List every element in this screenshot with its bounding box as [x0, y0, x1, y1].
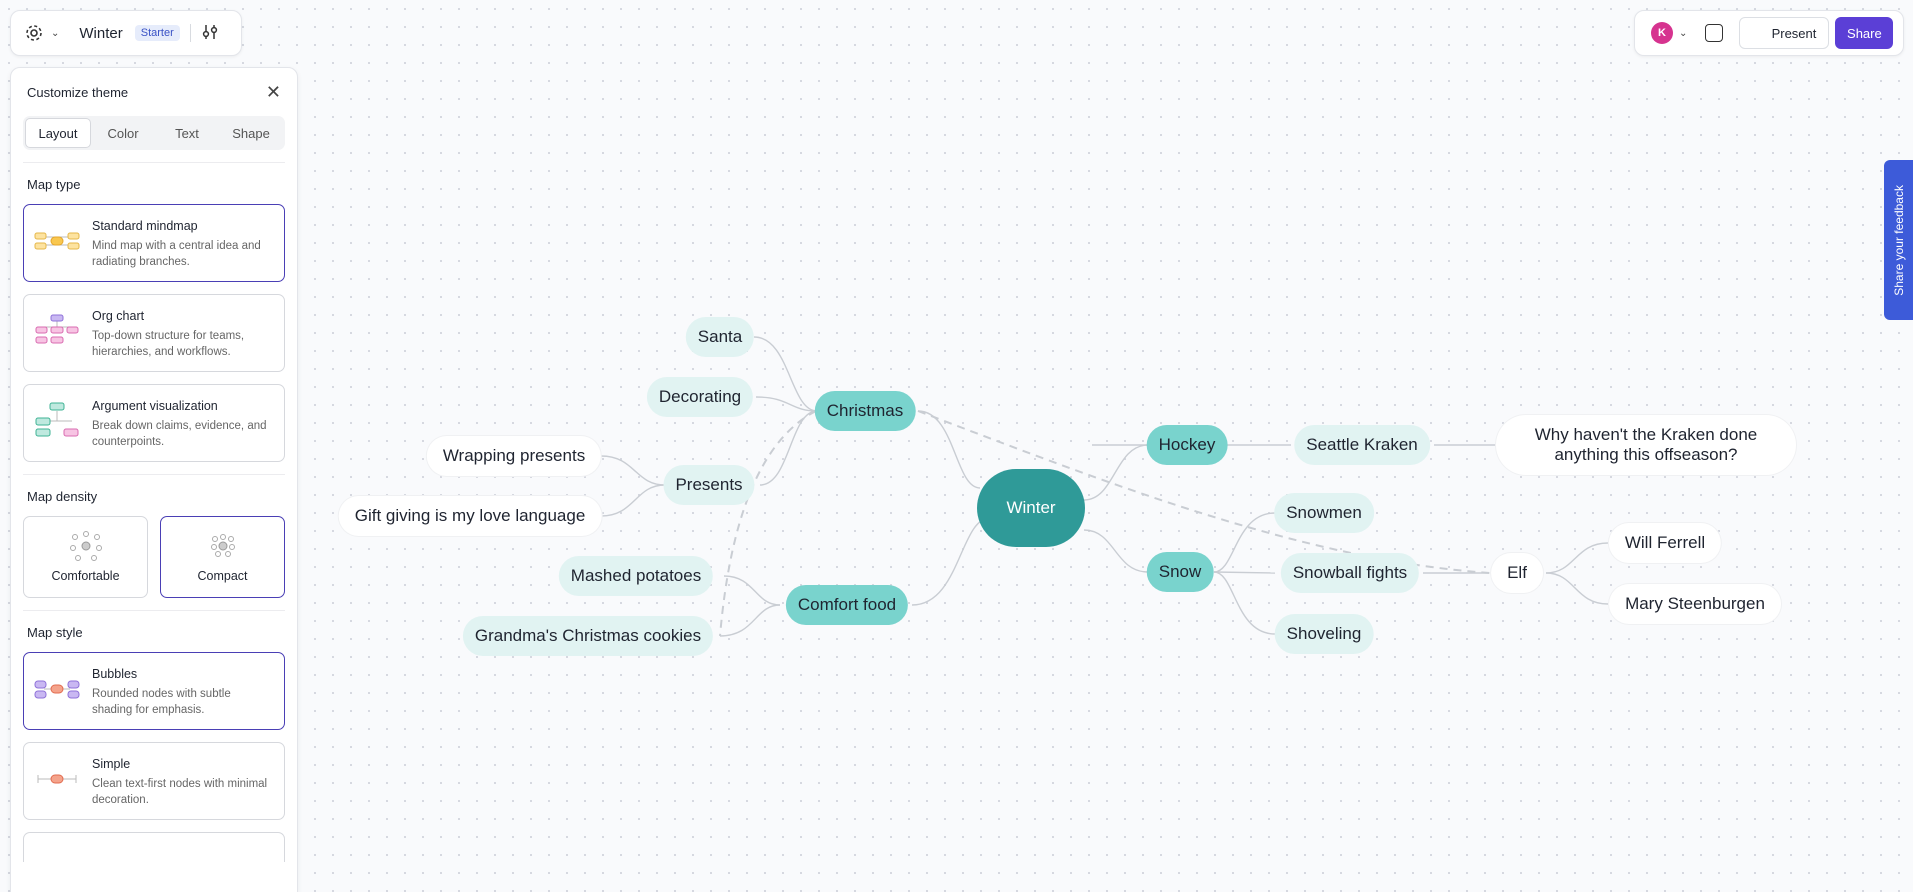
- tab-text[interactable]: Text: [175, 125, 199, 141]
- card-title: Argument visualization: [92, 399, 218, 413]
- map-type-argument-visualization[interactable]: Argument visualization Break down claims…: [23, 384, 285, 462]
- card-title: Simple: [92, 757, 131, 771]
- divider: [23, 474, 285, 475]
- card-title: Org chart: [92, 309, 145, 323]
- node-christmas[interactable]: Christmas: [814, 391, 916, 431]
- node-decorating[interactable]: Decorating: [646, 377, 754, 417]
- argument-visualization-thumbnail-icon: [35, 402, 79, 437]
- density-compact[interactable]: Compact: [160, 516, 285, 598]
- top-right-toolbar: K ⌄ Present Share: [1634, 10, 1904, 56]
- tab-color[interactable]: Color: [107, 125, 139, 141]
- node-mashed-potatoes[interactable]: Mashed potatoes: [558, 556, 714, 596]
- customize-theme-icon[interactable]: [201, 24, 219, 43]
- map-type-org-chart[interactable]: Org chart Top-down structure for teams, …: [23, 294, 285, 372]
- node-snowball-fights[interactable]: Snowball fights: [1280, 553, 1420, 593]
- close-icon[interactable]: ✕: [265, 82, 281, 102]
- node-root-winter[interactable]: Winter: [977, 469, 1085, 547]
- node-wrapping-presents[interactable]: Wrapping presents: [426, 436, 602, 476]
- tab-shape[interactable]: Shape: [232, 125, 270, 141]
- tab-layout[interactable]: Layout: [25, 118, 91, 148]
- card-title: Bubbles: [92, 667, 138, 681]
- standard-mindmap-thumbnail-icon: [34, 232, 80, 250]
- top-left-toolbar: ⌄ Winter Starter: [10, 10, 242, 56]
- map-style-simple[interactable]: Simple Clean text-first nodes with minim…: [23, 742, 285, 820]
- gear-icon[interactable]: [23, 22, 45, 44]
- chevron-down-icon[interactable]: ⌄: [1679, 27, 1688, 39]
- map-style-bubbles[interactable]: Bubbles Rounded nodes with subtle shadin…: [23, 652, 285, 730]
- node-gift-giving[interactable]: Gift giving is my love language: [338, 496, 602, 536]
- node-elf[interactable]: Elf: [1491, 553, 1543, 593]
- avatar[interactable]: K: [1651, 22, 1673, 44]
- divider: [23, 162, 285, 163]
- node-santa[interactable]: Santa: [685, 317, 755, 357]
- card-description: Break down claims, evidence, and counter…: [92, 420, 267, 448]
- section-map-density: Map density: [27, 489, 98, 504]
- section-map-type: Map type: [27, 177, 81, 192]
- panel-title: Customize theme: [27, 84, 129, 100]
- card-title: Standard mindmap: [92, 219, 198, 233]
- node-shoveling[interactable]: Shoveling: [1274, 614, 1374, 654]
- simple-style-thumbnail-icon: [37, 774, 77, 784]
- theme-tabs: Layout Color Text Shape: [23, 116, 285, 150]
- node-will-ferrell[interactable]: Will Ferrell: [1608, 523, 1722, 563]
- org-chart-thumbnail-icon: [35, 314, 79, 344]
- compact-density-icon: [210, 534, 235, 557]
- node-grandmas-cookies[interactable]: Grandma's Christmas cookies: [462, 616, 714, 656]
- comfortable-density-icon: [69, 531, 102, 561]
- card-description: Clean text-first nodes with minimal deco…: [92, 778, 268, 806]
- node-comfort-food[interactable]: Comfort food: [785, 585, 909, 625]
- card-description: Mind map with a central idea and radiati…: [92, 240, 261, 268]
- density-comfortable[interactable]: Comfortable: [23, 516, 148, 598]
- sticky-note-icon[interactable]: [1705, 24, 1724, 42]
- node-hockey[interactable]: Hockey: [1146, 425, 1228, 465]
- toolbar-divider: [189, 24, 191, 42]
- node-kraken-question[interactable]: Why haven't the Kraken done anything thi…: [1496, 415, 1796, 475]
- density-options: Comfortable Compact: [23, 516, 285, 598]
- document-title[interactable]: Winter: [79, 24, 123, 42]
- node-mary-steenburgen[interactable]: Mary Steenburgen: [1609, 584, 1781, 624]
- map-type-standard-mindmap[interactable]: Standard mindmap Mind map with a central…: [23, 204, 285, 282]
- density-label: Comfortable: [51, 569, 120, 583]
- card-description: Top-down structure for teams, hierarchie…: [92, 330, 245, 358]
- chevron-down-icon[interactable]: ⌄: [51, 27, 60, 39]
- node-snow[interactable]: Snow: [1146, 552, 1214, 592]
- feedback-label: Share your feedback: [1891, 184, 1906, 296]
- density-label: Compact: [197, 569, 248, 583]
- divider: [23, 610, 285, 611]
- share-button[interactable]: Share: [1835, 17, 1894, 49]
- node-presents[interactable]: Presents: [663, 465, 755, 505]
- bubbles-style-thumbnail-icon: [34, 680, 80, 699]
- present-button[interactable]: Present: [1739, 17, 1830, 49]
- plan-badge: Starter: [134, 25, 180, 41]
- feedback-tab[interactable]: Share your feedback: [1884, 160, 1913, 320]
- node-snowmen[interactable]: Snowmen: [1274, 493, 1374, 533]
- customize-theme-panel: Customize theme ✕ Layout Color Text Shap…: [10, 67, 298, 892]
- map-style-option-partial[interactable]: [23, 832, 285, 862]
- section-map-style: Map style: [27, 625, 83, 640]
- node-seattle-kraken[interactable]: Seattle Kraken: [1294, 425, 1430, 465]
- card-description: Rounded nodes with subtle shading for em…: [92, 688, 231, 716]
